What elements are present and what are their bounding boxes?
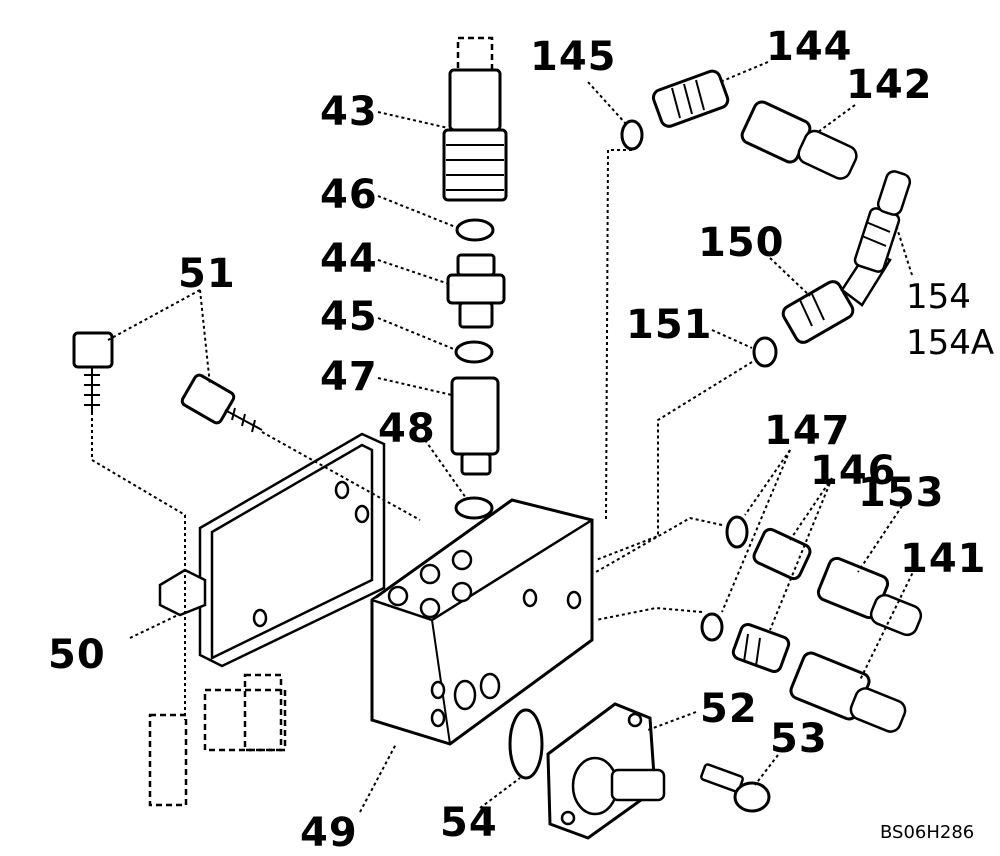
label-46: 46 bbox=[320, 172, 378, 218]
label-142: 142 bbox=[846, 62, 933, 108]
part-45-o-ring bbox=[454, 340, 494, 364]
part-53-bolt bbox=[700, 763, 771, 813]
label-49: 49 bbox=[300, 810, 358, 856]
part-144-connector bbox=[651, 69, 730, 128]
part-51-bolt-left bbox=[72, 331, 114, 412]
label-51: 51 bbox=[178, 251, 236, 297]
part-54-o-ring bbox=[508, 708, 544, 780]
label-47: 47 bbox=[320, 354, 378, 400]
label-44: 44 bbox=[320, 236, 378, 282]
label-146: 146 bbox=[810, 448, 897, 494]
part-146-connector-lower bbox=[731, 623, 791, 673]
leader-lines bbox=[91, 61, 916, 813]
label-154A: 154A bbox=[906, 323, 994, 363]
part-151-o-ring bbox=[752, 336, 778, 368]
part-145-o-ring bbox=[620, 119, 644, 151]
part-50-bracket bbox=[158, 432, 386, 668]
part-154-fitting bbox=[853, 170, 912, 273]
label-52: 52 bbox=[700, 686, 758, 732]
part-142-hose-fitting bbox=[740, 100, 858, 180]
label-151: 151 bbox=[626, 302, 713, 348]
part-46-o-ring bbox=[455, 218, 495, 242]
part-146-connector-upper bbox=[752, 527, 812, 581]
label-150: 150 bbox=[698, 220, 785, 266]
part-49-valve-block bbox=[370, 498, 594, 746]
label-43: 43 bbox=[320, 89, 378, 135]
label-45: 45 bbox=[320, 294, 378, 340]
label-53: 53 bbox=[770, 716, 828, 762]
part-50-lower-bracket-dashed bbox=[148, 673, 287, 807]
part-147-o-ring-lower bbox=[700, 612, 724, 642]
label-153: 153 bbox=[858, 470, 945, 516]
part-43-valve-cartridge bbox=[442, 36, 508, 202]
part-44-fitting bbox=[446, 253, 506, 329]
label-154: 154 bbox=[906, 277, 971, 317]
part-52-flange bbox=[546, 702, 666, 840]
part-141-hose-fitting bbox=[789, 651, 907, 733]
part-147-o-ring-upper bbox=[725, 515, 749, 549]
label-147: 147 bbox=[764, 408, 851, 454]
label-141: 141 bbox=[900, 536, 987, 582]
figure-code: BS06H286 bbox=[880, 822, 974, 843]
label-145: 145 bbox=[530, 34, 617, 80]
label-54: 54 bbox=[440, 800, 498, 846]
part-47-plug bbox=[450, 376, 500, 476]
label-50: 50 bbox=[48, 632, 106, 678]
part-51-bolt-right bbox=[180, 373, 263, 433]
label-48: 48 bbox=[378, 406, 436, 452]
part-48-o-ring bbox=[454, 496, 494, 520]
label-144: 144 bbox=[766, 24, 853, 70]
